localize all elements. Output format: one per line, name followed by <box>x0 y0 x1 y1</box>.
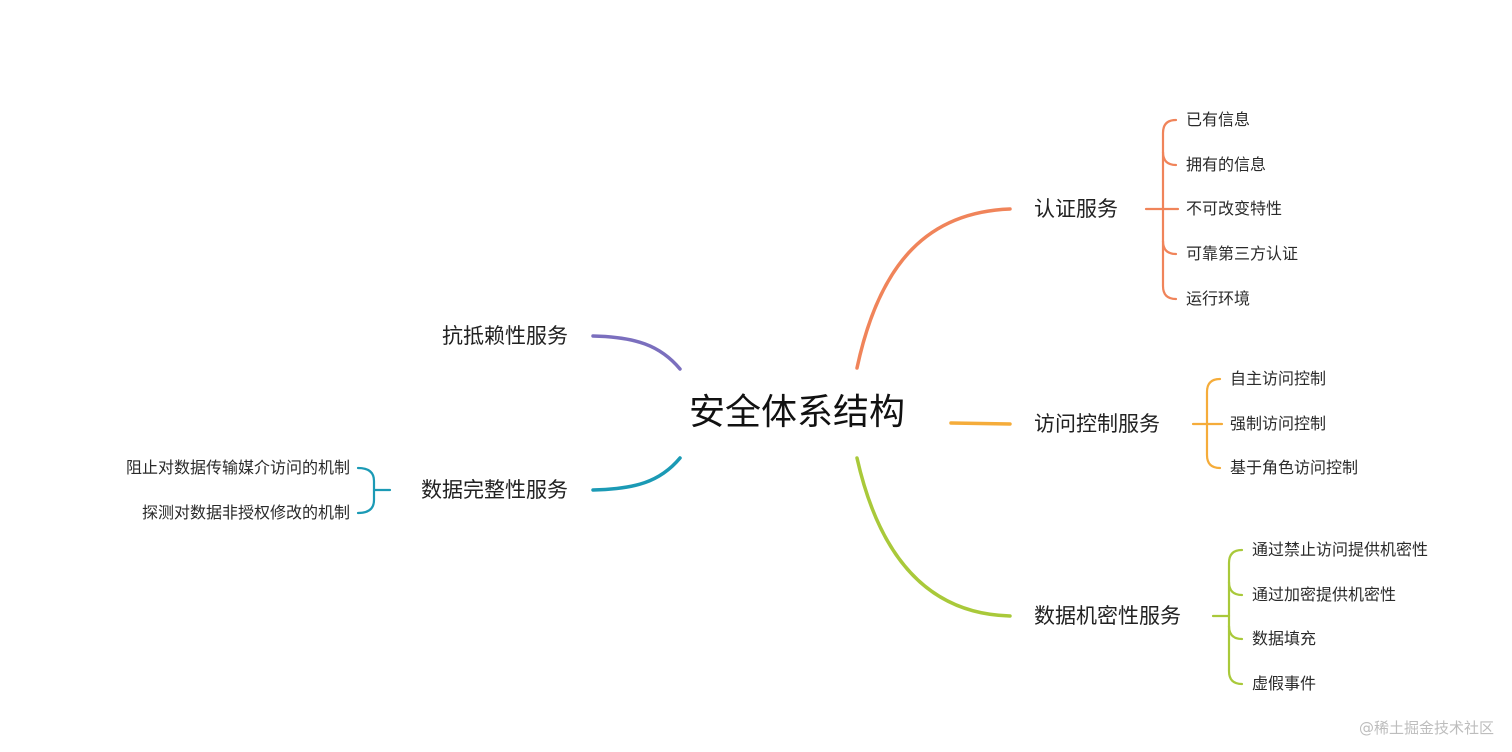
connector-root-access <box>949 421 1012 426</box>
leaf-integrity-2[interactable]: 探测对数据非授权修改的机制 <box>141 503 350 522</box>
branch-data-confidentiality-service[interactable]: 数据机密性服务 <box>1034 604 1181 628</box>
root-topic[interactable]: 安全体系结构 <box>689 392 906 433</box>
bracket-access <box>1191 377 1224 470</box>
connector-root-auth <box>855 207 1012 370</box>
leaf-access-2[interactable]: 强制访问控制 <box>1230 414 1327 433</box>
connector-root-nonrepudiation <box>591 334 682 371</box>
leaf-auth-4[interactable]: 可靠第三方认证 <box>1186 244 1299 263</box>
bracket-integrity <box>356 466 392 515</box>
leaf-confidentiality-4[interactable]: 虚假事件 <box>1252 674 1317 693</box>
leaf-auth-5[interactable]: 运行环境 <box>1186 289 1251 308</box>
leaf-confidentiality-2[interactable]: 通过加密提供机密性 <box>1252 585 1397 604</box>
leaf-auth-1[interactable]: 已有信息 <box>1186 110 1251 129</box>
branch-data-integrity-service[interactable]: 数据完整性服务 <box>421 478 568 502</box>
leaf-access-3[interactable]: 基于角色访问控制 <box>1230 458 1359 477</box>
connector-root-integrity <box>591 456 682 492</box>
leaf-auth-2[interactable]: 拥有的信息 <box>1186 155 1267 174</box>
watermark: @稀土掘金技术社区 <box>1358 719 1494 737</box>
leaf-confidentiality-3[interactable]: 数据填充 <box>1252 629 1317 648</box>
branch-nonrepudiation-service[interactable]: 抗抵赖性服务 <box>442 324 568 348</box>
connector-root-confidentiality <box>855 456 1012 618</box>
branch-auth-service[interactable]: 认证服务 <box>1034 197 1118 221</box>
leaf-integrity-1[interactable]: 阻止对数据传输媒介访问的机制 <box>125 458 350 477</box>
bracket-auth <box>1144 118 1180 301</box>
branch-access-control-service[interactable]: 访问控制服务 <box>1034 412 1160 436</box>
leaf-auth-3[interactable]: 不可改变特性 <box>1186 199 1283 218</box>
bracket-confidentiality <box>1211 548 1244 686</box>
leaf-confidentiality-1[interactable]: 通过禁止访问提供机密性 <box>1252 540 1429 559</box>
leaf-access-1[interactable]: 自主访问控制 <box>1230 369 1327 388</box>
